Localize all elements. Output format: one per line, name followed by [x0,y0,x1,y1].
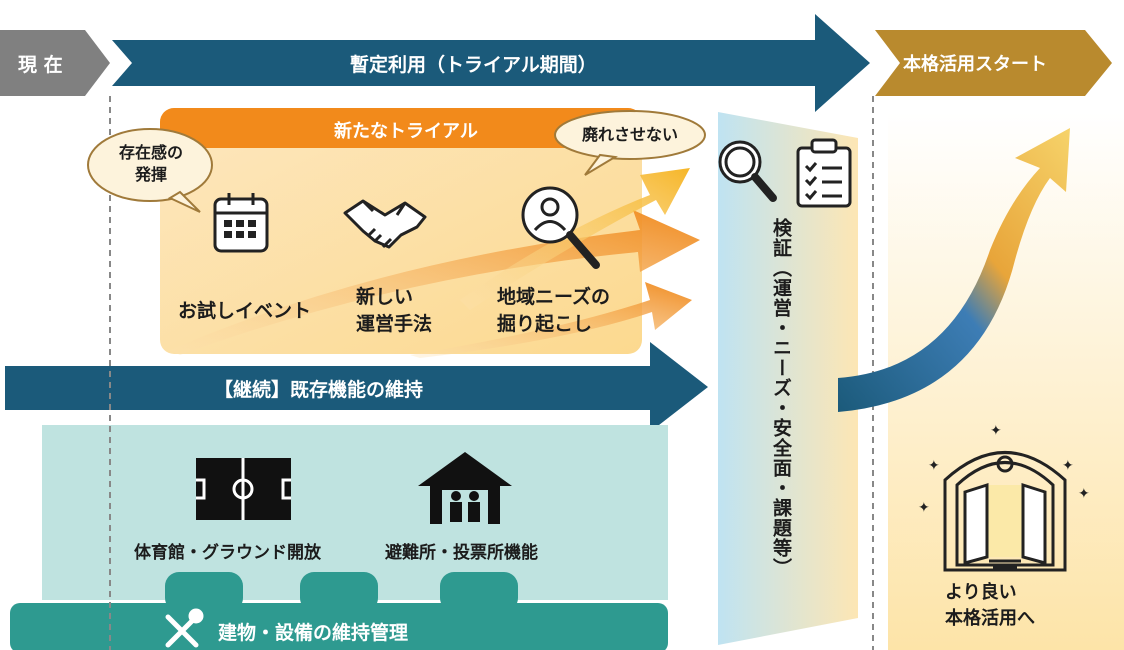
bubble-no-decline-text: 廃れさせない [581,125,678,144]
growth-arrow-2 [410,282,692,358]
calendar-icon [213,193,269,253]
building-open-icon [943,451,1067,572]
svg-text:✦: ✦ [990,423,1002,439]
continue-arrow [5,342,708,432]
bubble-presence [87,128,213,202]
svg-text:✦: ✦ [928,458,940,474]
trial-period-label: 暫定利用（トライアル期間） [350,54,597,76]
trial-arrow [112,14,870,112]
shelter-icon [418,452,512,524]
full-start-label: 本格活用スタート [903,54,1047,75]
maintenance-label: 建物・設備の維持管理 [218,622,409,644]
gym-open-label: 体育館・グラウンド開放 [134,543,321,563]
start-arrow [875,30,1112,96]
person-search-icon [521,186,600,269]
result-label: より良い 本格活用へ [945,582,1035,629]
svg-text:✦: ✦ [918,500,930,516]
verification-band [718,112,858,645]
verification-label: 検証（運営・ニーズ・安全面・課題等） [770,218,792,578]
clipboard-icon [796,138,852,208]
current-arrow [0,30,110,96]
existing-functions-panel [42,425,668,600]
svg-text:✦: ✦ [1078,486,1090,502]
magnifier-icon [718,140,777,202]
bubble-no-decline [554,110,706,160]
handshake-icon [343,199,427,249]
continue-label: 【継続】既存機能の維持 [214,379,424,401]
current-label: 現 在 [18,54,63,76]
growth-main-arrow [838,128,1070,412]
trial-event-label: お試しイベント [178,300,312,322]
tools-icon [165,608,204,648]
bubble-presence-text: 存在感の 発揮 [118,143,183,184]
new-operation-label: 新しい 運営手法 [356,286,433,335]
sparkle-icon: ✦✦ ✦✦ ✦ [918,423,1090,516]
shelter-label: 避難所・投票所機能 [385,543,538,563]
court-icon [196,458,291,520]
new-trial-title: 新たなトライアル [334,121,478,142]
svg-text:✦: ✦ [1062,458,1074,474]
local-needs-label: 地域ニーズの 掘り起こし [497,286,611,335]
